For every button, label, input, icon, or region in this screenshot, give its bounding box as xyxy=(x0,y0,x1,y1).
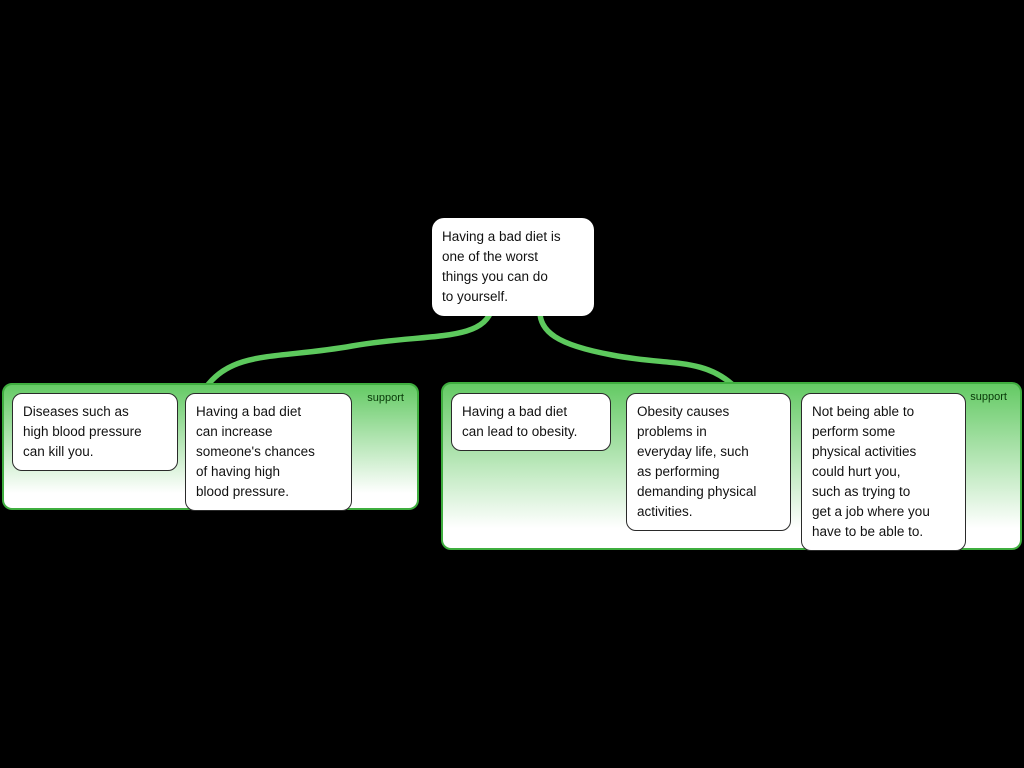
edge-root-to-left-group xyxy=(204,305,495,389)
reason-node-physical-activities-hurt[interactable]: Not being able to perform some physical … xyxy=(801,393,966,551)
reason-node-increase-blood-pressure[interactable]: Having a bad diet can increase someone's… xyxy=(185,393,352,511)
reason-node-diseases-kill[interactable]: Diseases such as high blood pressure can… xyxy=(12,393,178,471)
support-group-left[interactable]: support Diseases such as high blood pres… xyxy=(2,383,419,511)
reason-node-obesity-problems[interactable]: Obesity causes problems in everyday life… xyxy=(626,393,791,531)
support-group-left-label: support xyxy=(367,392,404,404)
reason-node-lead-to-obesity[interactable]: Having a bad diet can lead to obesity. xyxy=(451,393,611,451)
support-group-right[interactable]: support Having a bad diet can lead to ob… xyxy=(441,382,1022,551)
root-claim-node[interactable]: Having a bad diet is one of the worst th… xyxy=(432,218,594,316)
support-group-right-label: support xyxy=(970,391,1007,403)
edge-root-to-right-group xyxy=(537,305,737,389)
